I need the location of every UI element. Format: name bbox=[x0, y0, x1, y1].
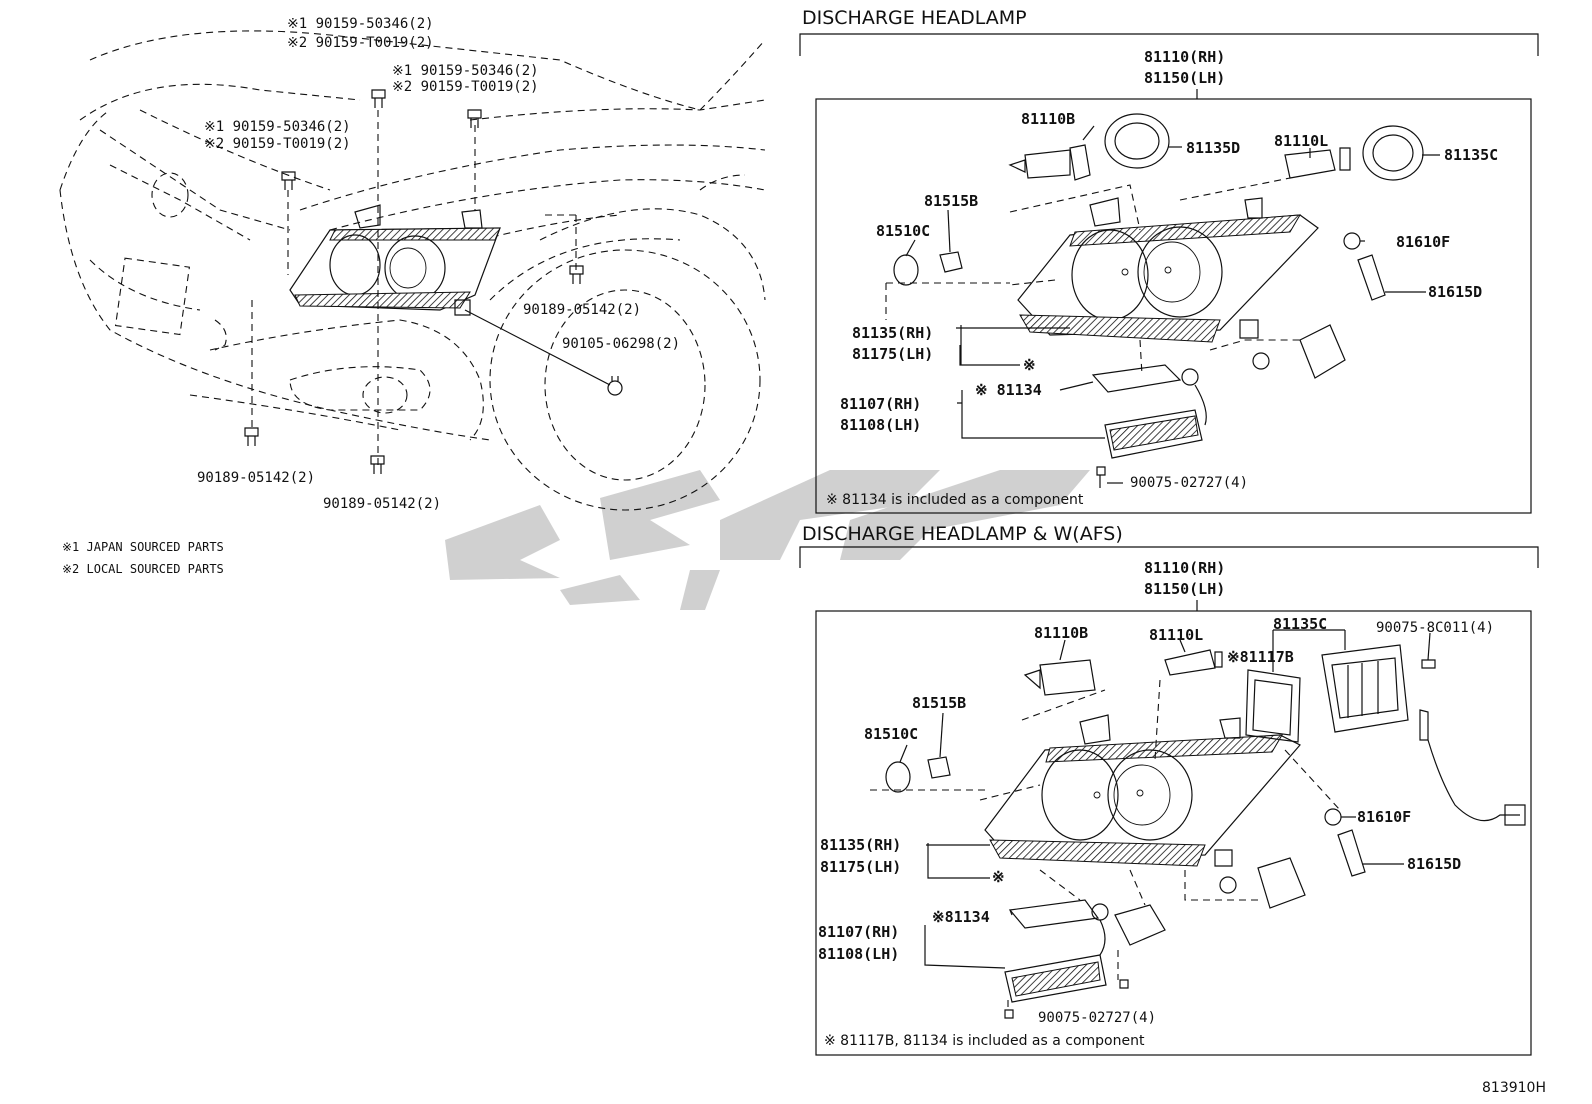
assembly-lh: 81150(LH) bbox=[1144, 69, 1225, 87]
part-81135c: 81135C bbox=[1444, 146, 1498, 164]
afs-part-81175-lh: 81175(LH) bbox=[820, 858, 901, 876]
part-81135-rh: 81135(RH) bbox=[852, 324, 933, 342]
afs-part-81135-rh: 81135(RH) bbox=[820, 836, 901, 854]
afs-frame bbox=[815, 610, 1532, 1056]
part-81107-rh: 81107(RH) bbox=[840, 395, 921, 413]
part-81110b: 81110B bbox=[1021, 110, 1075, 128]
discharge-headlamp-unit bbox=[1017, 197, 1319, 343]
part-81615d: 81615D bbox=[1428, 283, 1482, 301]
afs-part-81117b: ※81117B bbox=[1227, 648, 1294, 666]
assembly-rh: 81110(RH) bbox=[1144, 48, 1225, 66]
callout-a2: ※2 90159-T0019(2) bbox=[287, 35, 434, 51]
footnote-local: ※2 LOCAL SOURCED PARTS bbox=[62, 562, 224, 576]
afs-part-81615d: 81615D bbox=[1407, 855, 1461, 873]
part-81510c: 81510C bbox=[876, 222, 930, 240]
afs-assembly-lh: 81150(LH) bbox=[1144, 580, 1225, 598]
part-81175-lh: 81175(LH) bbox=[852, 345, 933, 363]
afs-part-81107-rh: 81107(RH) bbox=[818, 923, 899, 941]
afs-part-81110l: 81110L bbox=[1149, 626, 1203, 644]
afs-part-81134: ※81134 bbox=[932, 908, 990, 926]
part-81610f: 81610F bbox=[1396, 233, 1450, 251]
callout-b2: ※2 90159-T0019(2) bbox=[392, 79, 539, 95]
callout-c2: ※2 90159-T0019(2) bbox=[204, 136, 351, 152]
afs-part-81510c: 81510C bbox=[864, 725, 918, 743]
callout-f: 90189-05142(2) bbox=[197, 470, 315, 486]
part-81135d: 81135D bbox=[1186, 139, 1240, 157]
section-discharge-headlamp-afs: DISCHARGE HEADLAMP & W(AFS) 81110(RH) 81… bbox=[799, 523, 1539, 1056]
callout-g: 90189-05142(2) bbox=[323, 496, 441, 512]
afs-part-90075-8c011: 90075-8C011(4) bbox=[1376, 620, 1494, 636]
callout-d: 90189-05142(2) bbox=[523, 302, 641, 318]
vehicle-front-illustration: ※1 90159-50346(2) ※2 90159-T0019(2) ※1 9… bbox=[59, 16, 766, 576]
callout-c1: ※1 90159-50346(2) bbox=[204, 119, 351, 135]
section-title-discharge: DISCHARGE HEADLAMP bbox=[802, 7, 1027, 29]
part-81110l: 81110L bbox=[1274, 132, 1328, 150]
footnote-japan: ※1 JAPAN SOURCED PARTS bbox=[62, 540, 224, 554]
watermark-logo bbox=[445, 470, 1090, 610]
afs-part-90075-02727: 90075-02727(4) bbox=[1038, 1010, 1156, 1026]
callout-b1: ※1 90159-50346(2) bbox=[392, 63, 539, 79]
vehicle-headlamp bbox=[289, 204, 501, 316]
part-81515b: 81515B bbox=[924, 192, 978, 210]
afs-part-81108-lh: 81108(LH) bbox=[818, 945, 899, 963]
afs-headlamp-unit bbox=[984, 714, 1301, 867]
section-discharge-headlamp: DISCHARGE HEADLAMP 81110(RH) 81150(LH) bbox=[799, 7, 1539, 514]
discharge-frame bbox=[815, 98, 1532, 514]
diagram-id: 813910H bbox=[1482, 1080, 1546, 1096]
part-90075-02727: 90075-02727(4) bbox=[1130, 475, 1248, 491]
part-81108-lh: 81108(LH) bbox=[840, 416, 921, 434]
afs-part-81110b: 81110B bbox=[1034, 624, 1088, 642]
part-81134: ※ 81134 bbox=[975, 381, 1042, 399]
afs-part-81515b: 81515B bbox=[912, 694, 966, 712]
mark-asterisk: ※ bbox=[1023, 356, 1036, 374]
afs-note: ※ 81117B, 81134 is included as a compone… bbox=[824, 1033, 1145, 1049]
callout-a1: ※1 90159-50346(2) bbox=[287, 16, 434, 32]
discharge-note: ※ 81134 is included as a component bbox=[826, 492, 1084, 508]
section-title-afs: DISCHARGE HEADLAMP & W(AFS) bbox=[802, 523, 1123, 545]
callout-e: 90105-06298(2) bbox=[562, 336, 680, 352]
afs-part-81135c: 81135C bbox=[1273, 615, 1327, 633]
afs-part-81610f: 81610F bbox=[1357, 808, 1411, 826]
afs-mark-asterisk: ※ bbox=[992, 868, 1005, 886]
afs-assembly-rh: 81110(RH) bbox=[1144, 559, 1225, 577]
